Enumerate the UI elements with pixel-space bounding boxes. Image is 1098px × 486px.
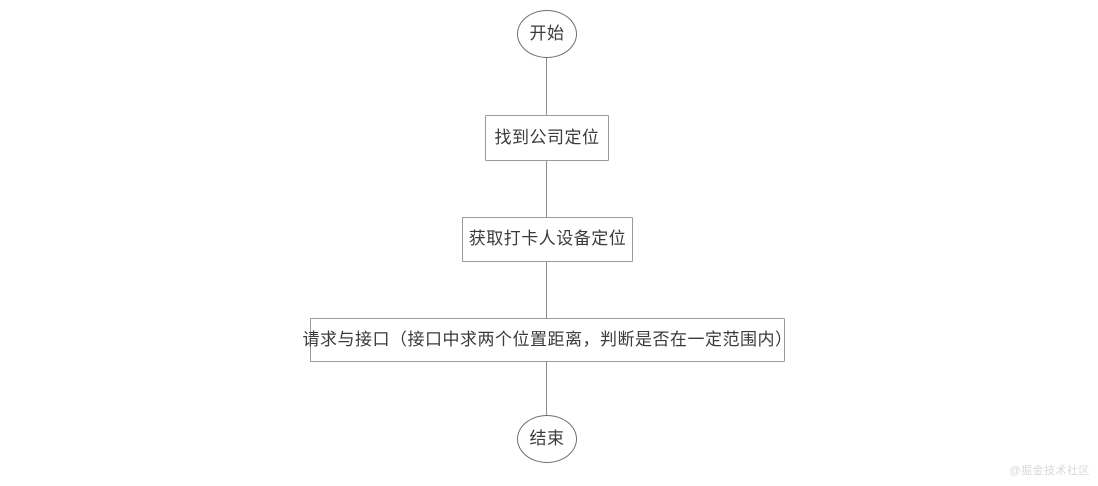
flow-node-find-company: 找到公司定位: [485, 115, 609, 161]
watermark: @掘金技术社区: [1009, 465, 1090, 477]
flow-node-request-api: 请求与接口（接口中求两个位置距离，判断是否在一定范围内）: [303, 318, 792, 362]
connector-start-to-find-company: [546, 57, 547, 116]
flow-node-get-device: 获取打卡人设备定位: [462, 217, 633, 262]
flow-node-end: 结束: [517, 415, 577, 463]
connector-find-company-to-get-device: [546, 160, 547, 218]
connector-get-device-to-request-api: [546, 261, 547, 319]
flow-node-start: 开始: [517, 10, 577, 58]
connector-request-api-to-end: [546, 361, 547, 416]
